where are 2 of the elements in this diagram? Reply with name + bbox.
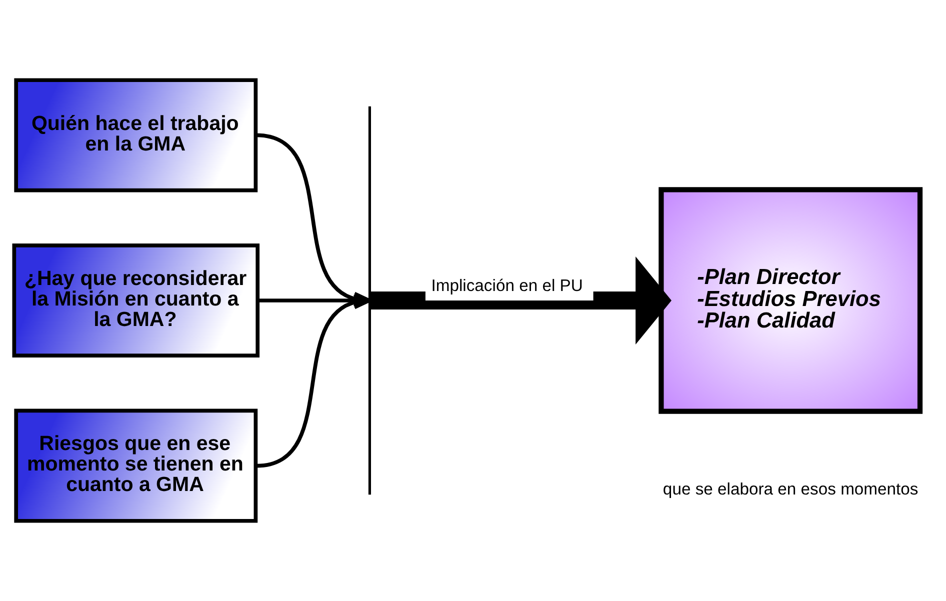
label: que se elabora en esos momentos bbox=[662, 479, 918, 498]
edge-label: Implicación en el PU bbox=[430, 276, 582, 295]
